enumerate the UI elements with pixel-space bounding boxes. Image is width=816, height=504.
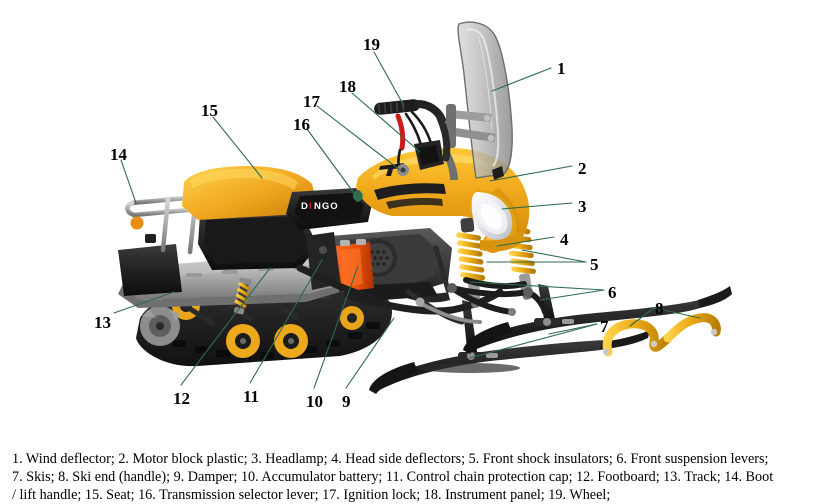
leader-lines [113, 51, 701, 389]
ski-spindle-right [534, 284, 574, 326]
callout-10: 10 [306, 392, 323, 411]
svg-text:D: D [301, 201, 309, 212]
caption-line-3: / lift handle; 15. Seat; 16. Transmissio… [12, 487, 611, 503]
svg-text:NGO: NGO [314, 201, 339, 212]
callout-17: 17 [303, 92, 320, 111]
svg-text:I: I [309, 201, 313, 212]
callout-16: 16 [293, 115, 310, 134]
figure-caption: 1. Wind deflector; 2. Motor block plasti… [0, 448, 816, 504]
hood-tab [492, 166, 504, 180]
seat: D I NGO [182, 166, 372, 230]
snowmobile-figure: D I NGO [0, 0, 816, 448]
suspension-joints [447, 283, 533, 316]
nose-lower [480, 230, 524, 252]
callout-14: 14 [110, 145, 127, 164]
ski-front-right [463, 286, 732, 354]
accumulator-battery [336, 239, 374, 292]
callout-2: 2 [578, 159, 587, 178]
callout-7: 7 [600, 317, 609, 336]
handlebar [374, 99, 451, 174]
caption-line-2: 7. Skis; 8. Ski end (handle); 9. Damper;… [12, 469, 774, 485]
caption-line-1: 1. Wind deflector; 2. Motor block plasti… [12, 451, 769, 467]
callout-5: 5 [590, 255, 599, 274]
rack-bracket [145, 234, 156, 243]
track-assembly [136, 288, 392, 367]
rear-skirt-panel [118, 244, 182, 296]
figure-background [0, 0, 816, 448]
callout-11: 11 [243, 387, 260, 406]
ski-handle-bolts [602, 328, 718, 356]
ski-rear-left [369, 330, 650, 394]
rear-reflector [130, 216, 144, 230]
callout-4: 4 [560, 230, 569, 249]
wind-deflector [457, 21, 513, 179]
dingo-wordmark: D I NGO [301, 201, 339, 212]
tie-rod [416, 300, 482, 324]
tie-rod-end [415, 297, 425, 307]
ignition-lock [397, 164, 409, 176]
callout-13: 13 [94, 313, 111, 332]
callout-12: 12 [173, 389, 190, 408]
callout-18: 18 [339, 77, 356, 96]
callout-15: 15 [201, 101, 218, 120]
callout-8: 8 [655, 299, 664, 318]
headlamp [471, 189, 518, 244]
callout-1: 1 [557, 59, 566, 78]
callout-9: 9 [342, 392, 351, 411]
callout-19: 19 [363, 35, 380, 54]
instrument-panel [414, 140, 444, 170]
callout-6: 6 [608, 283, 617, 302]
side-bag-inner [204, 216, 310, 264]
snowmobile-illustration: D I NGO [0, 0, 816, 448]
drive-sprocket [140, 306, 180, 346]
transmission-selector-lever [353, 190, 363, 202]
damper [233, 277, 252, 315]
callout-3: 3 [578, 197, 587, 216]
